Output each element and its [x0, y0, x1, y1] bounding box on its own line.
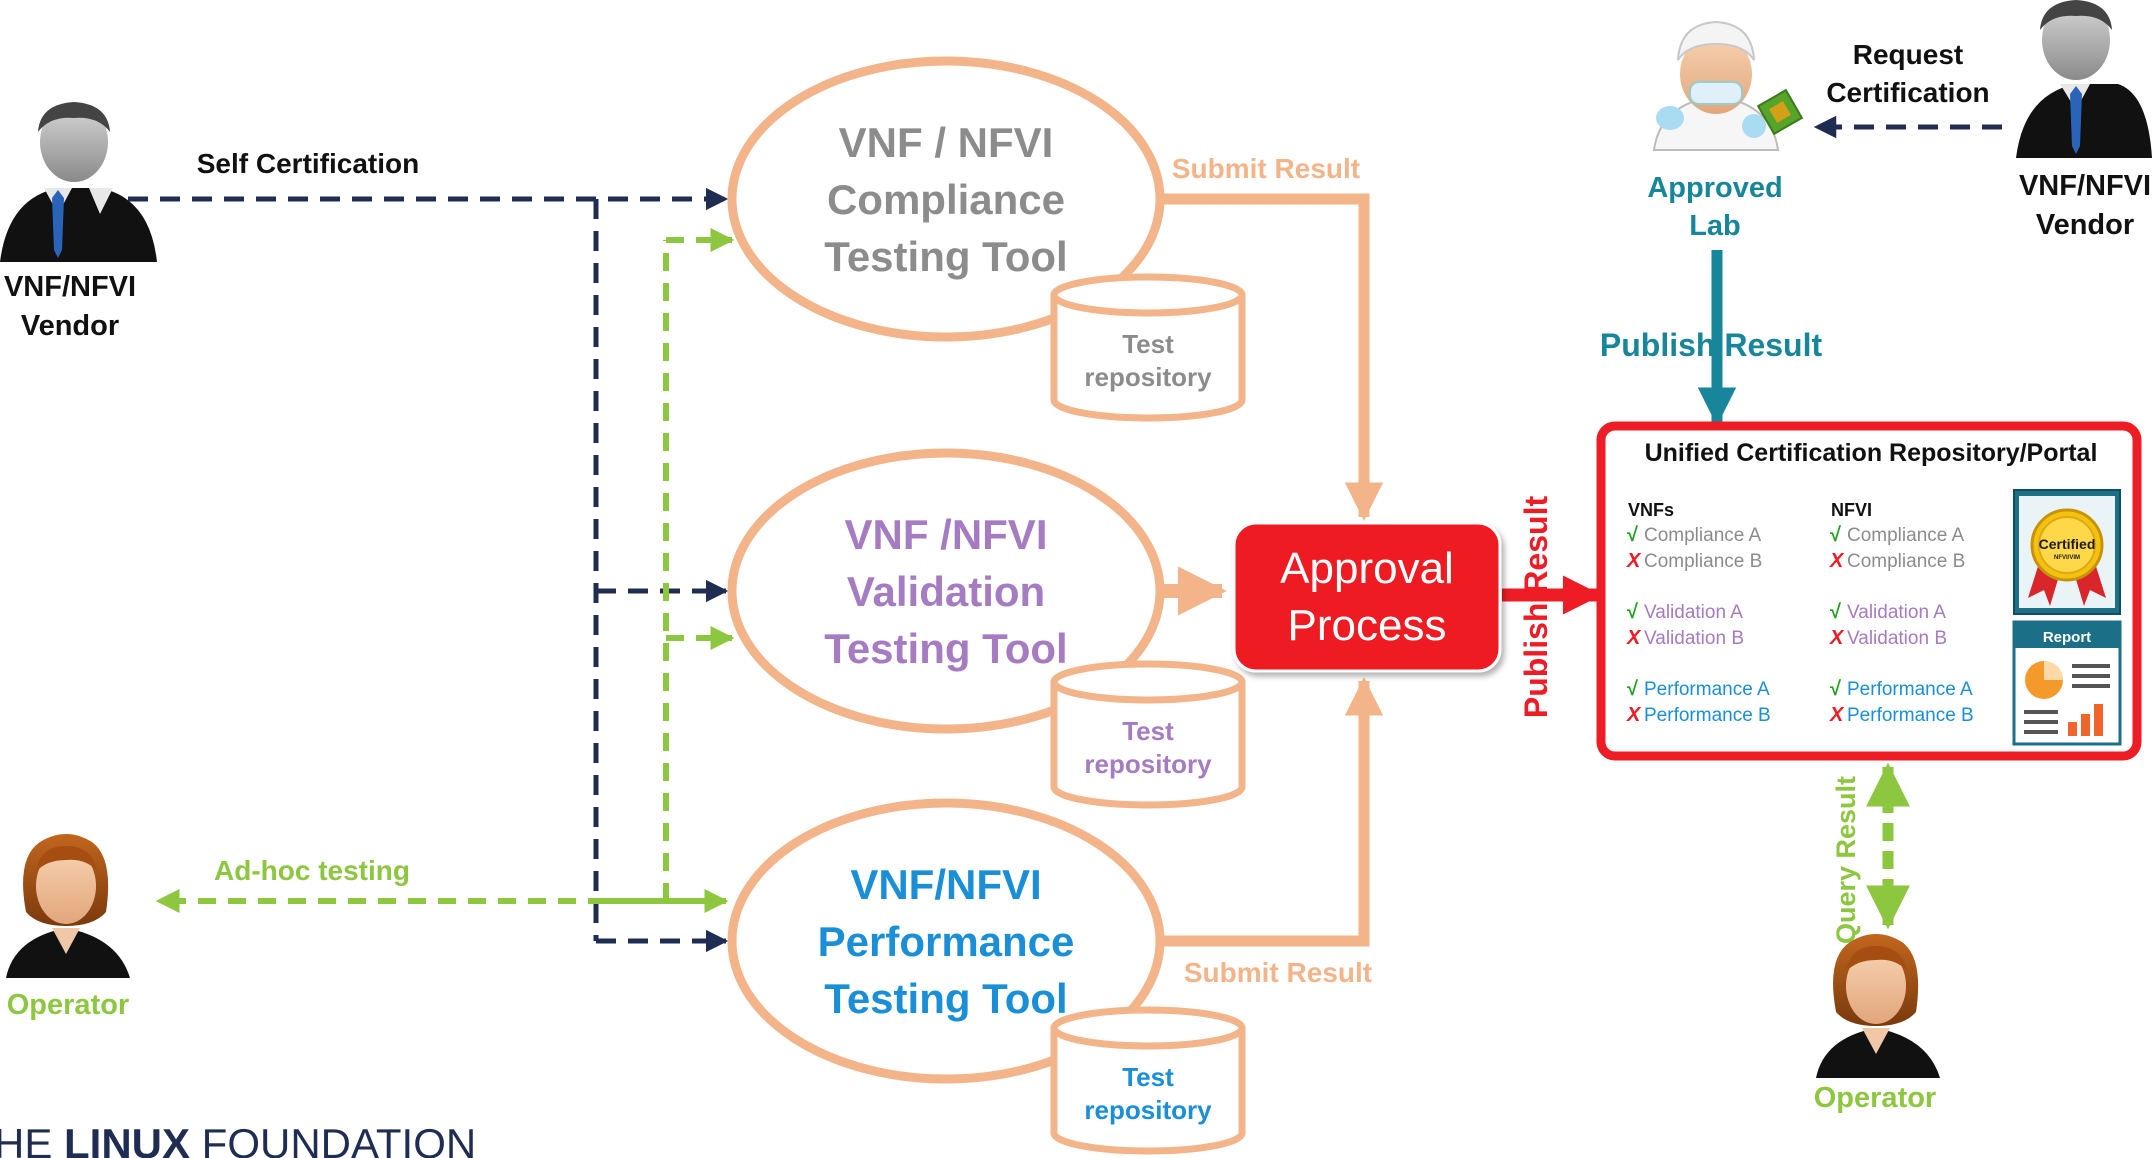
- nfvi-mark-1: X: [1829, 550, 1845, 572]
- vendor-right-line2: Vendor: [2036, 209, 2134, 241]
- operator-right-avatar-icon: [1816, 934, 1940, 1078]
- vnfs-mark-5: X: [1626, 704, 1642, 726]
- submit-result-top-label: Submit Result: [1172, 153, 1360, 184]
- portal-title: Unified Certification Repository/Portal: [1645, 439, 2098, 467]
- adhoc-testing-label: Ad-hoc testing: [214, 855, 410, 886]
- compliance-repository-line1: Test: [1122, 329, 1174, 359]
- submit-result-bottom-arrow: [1162, 677, 1384, 947]
- nfvi-item-2: Validation A: [1847, 602, 1946, 623]
- validation-test-repository: Test repository: [1050, 660, 1246, 809]
- validation-testing-tool: VNF /NFVI Validation Testing Tool: [727, 448, 1165, 734]
- vnfs-item-2: Validation A: [1644, 602, 1743, 623]
- approval-process-line1: Approval: [1280, 544, 1454, 593]
- vendor-left-line2: Vendor: [21, 310, 119, 342]
- logo-text-he: HE: [0, 1120, 64, 1158]
- linux-foundation-logo: HE LINUX FOUNDATION: [0, 1120, 476, 1158]
- compliance-tool-line1: VNF / NFVI: [839, 119, 1054, 166]
- nfvi-item-1: Compliance B: [1847, 551, 1965, 572]
- validation-tool-line3: Testing Tool: [824, 625, 1067, 672]
- nfvi-mark-5: X: [1829, 704, 1845, 726]
- badge-certified-text: Certified: [2039, 536, 2096, 552]
- self-certification-label: Self Certification: [197, 148, 419, 179]
- unified-certification-portal: Unified Certification Repository/Portal …: [1596, 421, 2142, 761]
- vendor-right-line1: VNF/NFVI: [2019, 170, 2151, 202]
- report-icon: Report: [2012, 620, 2122, 746]
- operator-left-avatar-icon: [6, 834, 130, 978]
- vnfs-mark-1: X: [1626, 550, 1642, 572]
- approved-lab-avatar-icon: [1652, 20, 1804, 151]
- compliance-tool-line3: Testing Tool: [824, 233, 1067, 280]
- publish-result-approval-label: Publish Result: [1518, 496, 1554, 719]
- connectors: [128, 115, 2002, 953]
- compliance-testing-tool: VNF / NFVI Compliance Testing Tool: [727, 56, 1165, 342]
- request-certification-label-line2: Certification: [1826, 77, 1989, 108]
- logo-text-linux: LINUX: [64, 1120, 190, 1158]
- portal-vnfs-column: VNFs √ Compliance A X Compliance B √ Val…: [1626, 500, 1771, 726]
- operator-right-label: Operator: [1814, 1082, 1936, 1114]
- badge-nfvi-text: NFVI/VIM: [2054, 555, 2080, 561]
- vnfs-item-0: Compliance A: [1644, 525, 1762, 546]
- nfvi-mark-3: X: [1829, 627, 1845, 649]
- vnfs-item-1: Compliance B: [1644, 551, 1762, 572]
- nfvi-mark-4: √: [1830, 678, 1842, 700]
- vnfs-item-4: Performance A: [1644, 679, 1770, 700]
- nfvi-item-4: Performance A: [1847, 679, 1973, 700]
- submit-result-top-arrow: [1162, 193, 1384, 521]
- nfvi-item-0: Compliance A: [1847, 525, 1965, 546]
- portal-nfvi-header: NFVI: [1831, 500, 1872, 520]
- approval-process-box: [1232, 521, 1502, 673]
- certified-badge-icon: Certified NFVI/VIM: [2013, 489, 2121, 615]
- performance-repository-line2: repository: [1084, 1095, 1212, 1125]
- validation-repository-line2: repository: [1084, 749, 1212, 779]
- nfvi-mark-0: √: [1830, 524, 1842, 546]
- logo-text-foundation: FOUNDATION: [190, 1120, 476, 1158]
- approved-lab-line1: Approved: [1647, 172, 1782, 204]
- validation-tool-line2: Validation: [847, 568, 1045, 615]
- validation-repository-line1: Test: [1122, 716, 1174, 746]
- performance-test-repository: Test repository: [1050, 1006, 1246, 1155]
- approved-lab-line2: Lab: [1689, 210, 1741, 242]
- nfvi-mark-2: √: [1830, 601, 1842, 623]
- request-certification-label-line1: Request: [1853, 39, 1963, 70]
- performance-repository-line1: Test: [1122, 1062, 1174, 1092]
- validation-tool-line1: VNF /NFVI: [844, 511, 1047, 558]
- portal-vnfs-header: VNFs: [1628, 500, 1674, 520]
- performance-tool-line1: VNF/NFVI: [850, 861, 1041, 908]
- vendor-left-avatar-icon: [0, 102, 157, 262]
- portal-nfvi-column: NFVI √ Compliance A X Compliance B √ Val…: [1829, 500, 1974, 726]
- svg-text:HE LINUX FOUNDATION: HE LINUX FOUNDATION: [0, 1120, 476, 1158]
- nfvi-item-3: Validation B: [1847, 628, 1947, 649]
- vnfs-item-3: Validation B: [1644, 628, 1744, 649]
- approval-process-line2: Process: [1288, 601, 1447, 650]
- performance-tool-line3: Testing Tool: [824, 975, 1067, 1022]
- vnfs-item-5: Performance B: [1644, 705, 1771, 726]
- vendor-left-line1: VNF/NFVI: [4, 271, 136, 303]
- nfvi-item-5: Performance B: [1847, 705, 1974, 726]
- report-label: Report: [2043, 629, 2091, 646]
- performance-testing-tool: VNF/NFVI Performance Testing Tool: [727, 798, 1165, 1084]
- operator-left-label: Operator: [7, 989, 129, 1021]
- query-result-label: Query Result: [1831, 776, 1861, 944]
- vnfs-mark-2: √: [1627, 601, 1639, 623]
- performance-tool-line2: Performance: [818, 918, 1075, 965]
- vnfs-mark-0: √: [1627, 524, 1639, 546]
- compliance-repository-line2: repository: [1084, 362, 1212, 392]
- vnfs-mark-3: X: [1626, 627, 1642, 649]
- publish-result-lab-label: Publish Result: [1600, 327, 1823, 363]
- compliance-tool-line2: Compliance: [827, 176, 1065, 223]
- vnfs-mark-4: √: [1627, 678, 1639, 700]
- vendor-right-avatar-icon: [2016, 0, 2152, 158]
- submit-result-bottom-label: Submit Result: [1184, 957, 1372, 988]
- compliance-test-repository: Test repository: [1050, 273, 1246, 422]
